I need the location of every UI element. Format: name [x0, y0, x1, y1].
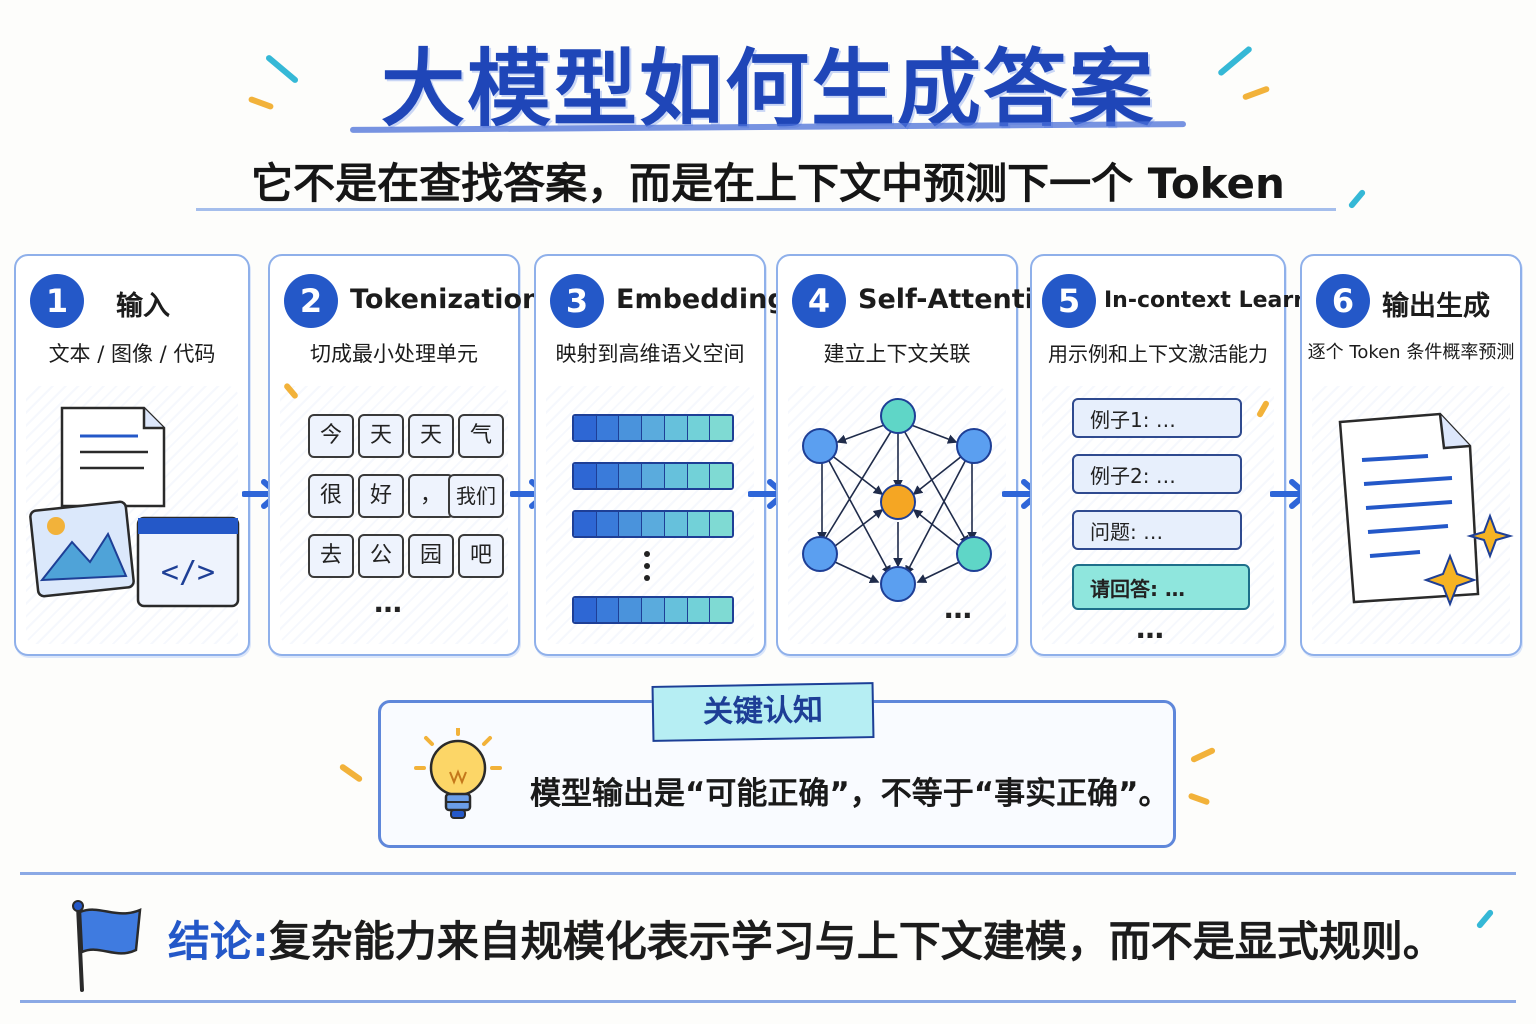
step-card-output: 6 输出生成 逐个 Token 条件概率预测 [1300, 254, 1522, 656]
step-title: Tokenization [350, 284, 542, 315]
token-chip: 我们 [448, 474, 504, 518]
step-description: 建立上下文关联 [823, 342, 971, 366]
spark-decoration [1189, 746, 1217, 764]
token-chip: 气 [458, 414, 504, 458]
svg-text:</>: </> [161, 555, 215, 590]
sparkle-icon [1422, 513, 1514, 607]
example-card: 问题: … [1072, 510, 1242, 550]
example-card: 例子1: … [1072, 398, 1242, 438]
token-chip: 很 [308, 474, 354, 518]
ellipsis: … [1136, 612, 1166, 645]
token-chip: 天 [358, 414, 404, 458]
image-icon [29, 500, 135, 598]
subtitle-underline [196, 208, 1336, 211]
answer-prompt-card: 请回答: … [1072, 564, 1250, 610]
step-description: 逐个 Token 条件概率预测 [1307, 342, 1515, 363]
spark-decoration [1475, 908, 1495, 930]
embedding-vector [572, 510, 734, 538]
step-card-in-context-learning: 5 In-context Learning 用示例和上下文激活能力 例子1: …… [1030, 254, 1348, 656]
embedding-vector [572, 596, 734, 624]
example-card: 例子2: … [1072, 454, 1242, 494]
step-number: 5 [1042, 274, 1096, 328]
conclusion-text: 复杂能力来自规模化表示学习与上下文建模，而不是显式规则。 [268, 917, 1445, 966]
step-description: 用示例和上下文激活能力 [1048, 342, 1268, 366]
step-description: 文本 / 图像 / 代码 [48, 342, 216, 366]
step-title: Embedding [616, 284, 787, 315]
step-card-embedding: 3 Embedding 映射到高维语义空间 [534, 254, 787, 656]
conclusion: 结论:复杂能力来自规模化表示学习与上下文建模，而不是显式规则。 [168, 908, 1445, 969]
step-description: 切成最小处理单元 [310, 342, 478, 366]
divider-line [20, 872, 1516, 875]
flag-icon [72, 900, 142, 992]
token-chip: 园 [408, 534, 454, 578]
step-number: 6 [1316, 274, 1370, 328]
step-description: 映射到高维语义空间 [555, 342, 745, 366]
token-chip: 好 [358, 474, 404, 518]
vertical-ellipsis [644, 551, 650, 581]
neural-network-icon [802, 398, 992, 602]
output-document-icon [1338, 412, 1480, 604]
token-chip: 公 [358, 534, 404, 578]
step-title: 输入 [116, 291, 170, 322]
key-insight-text: 模型输出是“可能正确”，不等于“事实正确”。 [530, 776, 1170, 812]
embedding-vector [572, 462, 734, 490]
token-chip: 今 [308, 414, 354, 458]
ellipsis: … [374, 586, 404, 619]
step-number: 1 [30, 274, 84, 328]
conclusion-label: 结论: [168, 917, 269, 966]
token-chip: 去 [308, 534, 354, 578]
spark-decoration [338, 763, 364, 783]
lightbulb-icon [414, 728, 502, 819]
token-chip: 吧 [458, 534, 504, 578]
key-insight-tag: 关键认知 [651, 682, 875, 742]
divider-line [20, 1000, 1516, 1003]
token-chip: ， [408, 474, 454, 518]
step-title: 输出生成 [1382, 291, 1490, 322]
step-number: 2 [284, 274, 338, 328]
spark-decoration [1187, 792, 1211, 806]
token-chip: 天 [408, 414, 454, 458]
document-icon [60, 406, 166, 508]
step-number: 4 [792, 274, 846, 328]
step-card-tokenization: 2 Tokenization 切成最小处理单元 今 天 天 气 很 好 ， 我们… [268, 254, 541, 656]
step-card-input: 1 输入 文本 / 图像 / 代码 </> [14, 254, 250, 656]
step-number: 3 [550, 274, 604, 328]
page-subtitle: 它不是在查找答案，而是在上下文中预测下一个 Token [251, 159, 1285, 208]
code-icon: </> [136, 516, 240, 608]
ellipsis: … [944, 592, 974, 625]
step-card-self-attention: 4 Self-Attention 建立上下文关联 [776, 254, 1072, 656]
embedding-vector [572, 414, 734, 442]
